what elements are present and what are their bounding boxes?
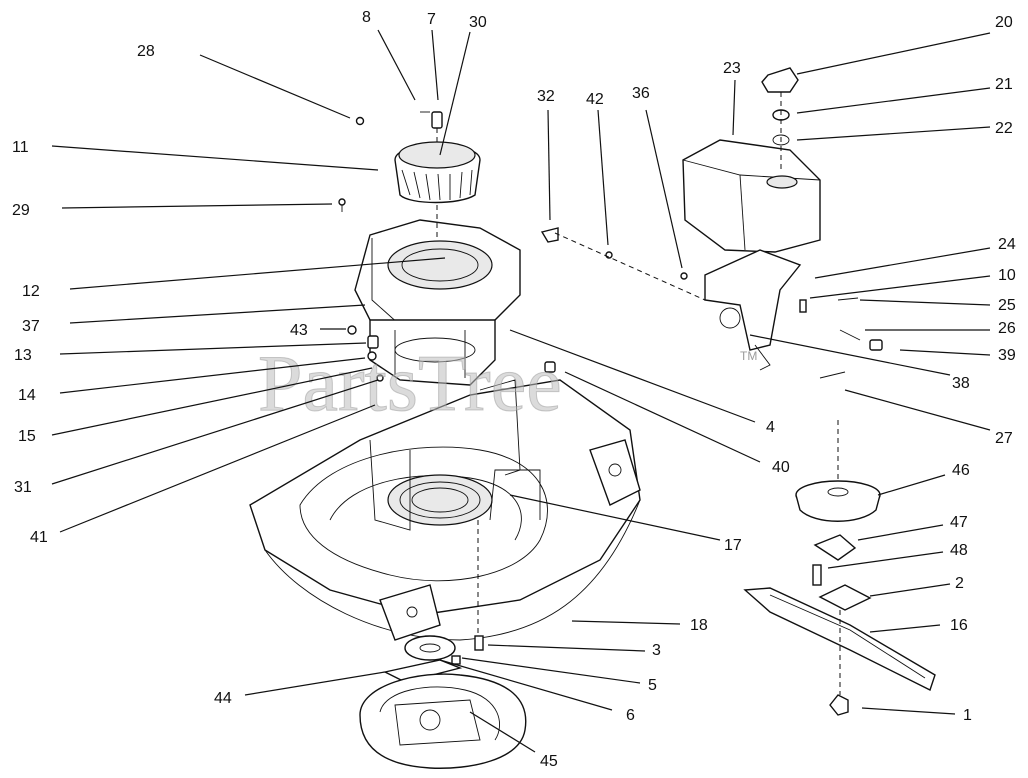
lower-pulley-assembly [359,520,527,769]
callout-32: 32 [537,88,555,105]
watermark-trademark: TM [740,349,757,363]
callout-15: 15 [18,428,36,445]
callout-24: 24 [998,236,1016,253]
callout-2: 2 [955,575,964,592]
callout-25: 25 [998,297,1016,314]
callout-28: 28 [137,43,155,60]
small-hardware-mid [347,325,556,382]
callout-31: 31 [14,479,32,496]
callout-17: 17 [724,537,742,554]
callout-7: 7 [427,11,436,28]
callout-23: 23 [723,60,741,77]
callout-30: 30 [469,14,487,31]
small-hardware-top [338,111,443,240]
callout-10: 10 [998,267,1016,284]
blade-assembly [743,420,936,716]
callout-42: 42 [586,91,604,108]
callout-16: 16 [950,617,968,634]
callout-48: 48 [950,542,968,559]
callout-3: 3 [652,642,661,659]
callout-14: 14 [18,387,36,404]
callout-6: 6 [626,707,635,724]
callout-12: 12 [22,283,40,300]
recoil-starter [394,141,481,204]
callout-labels: 28 8 7 30 11 29 12 37 43 13 14 15 31 41 … [12,9,1016,770]
callout-26: 26 [998,320,1016,337]
callout-21: 21 [995,76,1013,93]
callout-45: 45 [540,753,558,770]
callout-22: 22 [995,120,1013,137]
callout-27: 27 [995,430,1013,447]
callout-40: 40 [772,459,790,476]
callout-41: 41 [30,529,48,546]
callout-36: 36 [632,85,650,102]
callout-8: 8 [362,9,371,26]
callout-18: 18 [690,617,708,634]
mower-deck [249,379,641,641]
callout-43: 43 [290,322,308,339]
leader-lines [51,29,991,753]
parts-artwork [249,67,936,769]
callout-38: 38 [952,375,970,392]
callout-4: 4 [766,419,775,436]
fuel-tank [682,67,821,253]
callout-39: 39 [998,347,1016,364]
tank-bracket [540,227,883,379]
engine-shroud [354,219,521,386]
callout-46: 46 [952,462,970,479]
callout-11: 11 [12,139,29,156]
callout-13: 13 [14,347,32,364]
callout-20: 20 [995,14,1013,31]
callout-44: 44 [214,690,232,707]
callout-29: 29 [12,202,30,219]
callout-37: 37 [22,318,40,335]
callout-1: 1 [963,707,972,724]
callout-47: 47 [950,514,968,531]
watermark-text: PartsTree [258,340,562,428]
callout-5: 5 [648,677,657,694]
